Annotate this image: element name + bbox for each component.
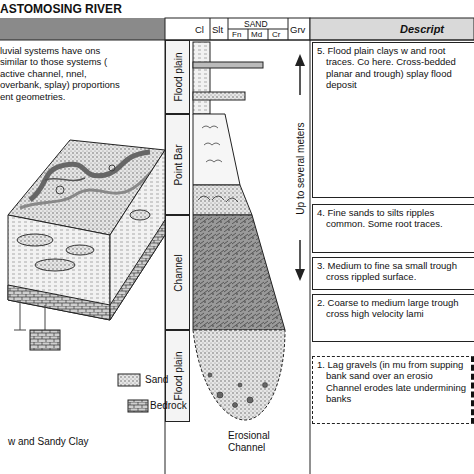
legend-text: Sand (145, 374, 168, 385)
description-box: 4. Fine sands to silts ripples common. S… (312, 204, 474, 253)
box-text: 4. Fine sands to silts ripples common. S… (317, 207, 472, 230)
description-box: 2. Coarse to medium large trough cross h… (312, 294, 474, 342)
feature-label: Erosional Channel (228, 430, 288, 454)
column-header: Cr (272, 30, 280, 39)
box-text: 1. Lag gravels (in mu from supping bank … (317, 359, 469, 405)
zone-band: Flood plain (165, 40, 190, 114)
intro-text: luvial systems have ons similar to those… (0, 45, 125, 102)
column-header: Cl (195, 24, 204, 35)
box-text: 5. Flood plain clays w and root traces. … (317, 45, 472, 91)
legend-swatch (128, 400, 148, 412)
column-header: Fn (232, 30, 241, 39)
column-header: Grv (290, 24, 305, 35)
thickness-label: Up to several meters (294, 122, 305, 214)
column-header: Descript (400, 23, 444, 35)
zone-band: Channel (165, 215, 190, 330)
description-box: 3. Medium to fine sa small trough cross … (312, 257, 474, 290)
legend-swatch (118, 374, 140, 386)
legend-text: w and Sandy Clay (8, 436, 89, 447)
diagram-title: ASTOMOSING RIVER (0, 2, 122, 16)
description-box: 5. Flood plain clays w and root traces. … (312, 42, 474, 198)
box-text: Point Bar (172, 144, 183, 185)
box-text: 2. Coarse to medium large trough cross h… (317, 297, 472, 320)
column-header: Slt (212, 24, 223, 35)
legend-text: Bedrock (150, 400, 187, 411)
column-header: Md (251, 30, 262, 39)
box-text: Channel (172, 254, 183, 291)
zone-band: Point Bar (165, 114, 190, 215)
column-header: SAND (244, 19, 268, 29)
description-box: 1. Lag gravels (in mu from supping bank … (312, 356, 474, 424)
box-text: Flood plain (172, 352, 183, 401)
box-text: 3. Medium to fine sa small trough cross … (317, 260, 472, 283)
box-text: Flood plain (172, 53, 183, 102)
